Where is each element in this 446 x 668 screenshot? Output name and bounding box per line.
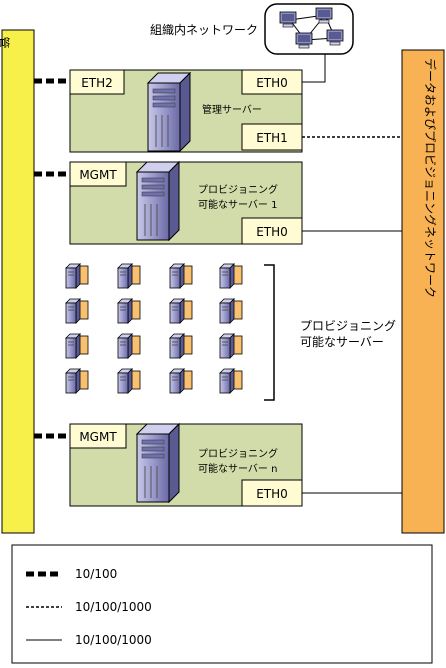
management-network-bar xyxy=(1,29,35,534)
management-network-label: 管理ネットワーク xyxy=(0,35,11,49)
port-label: MGMT xyxy=(79,430,117,444)
port-label: ETH0 xyxy=(256,487,288,501)
legend-label: 10/100/1000 xyxy=(75,600,152,614)
mini-server-icon xyxy=(219,263,243,289)
server-icon xyxy=(136,161,180,241)
mini-server-icon xyxy=(117,333,141,359)
mini-server-icon xyxy=(65,333,89,359)
servern-mgmt-port xyxy=(69,423,127,449)
server-group-grid xyxy=(65,263,243,394)
server1-mgmt-port xyxy=(69,161,127,187)
server-icon xyxy=(136,423,180,503)
internal-network-label: 組織内ネットワーク xyxy=(150,23,258,37)
mgmt-server-eth2-port xyxy=(69,69,125,95)
connections xyxy=(34,54,402,494)
mini-server-icon xyxy=(219,368,243,394)
servern-label-line1: プロビジョニング xyxy=(198,447,278,460)
mini-server-icon xyxy=(219,298,243,324)
mini-server-icon xyxy=(117,368,141,394)
server1-eth0-port xyxy=(241,217,303,245)
server-group-label-line2: 可能なサーバー xyxy=(300,335,384,349)
mini-server-icon xyxy=(65,368,89,394)
port-label: ETH0 xyxy=(256,225,288,239)
mini-server-icon xyxy=(65,298,89,324)
legend-box xyxy=(11,544,433,664)
mini-server-icon xyxy=(117,263,141,289)
mini-server-icon xyxy=(169,263,193,289)
data-provisioning-network-label: データおよびプロビジョニングネットワーク xyxy=(423,58,438,298)
port-label: ETH2 xyxy=(81,76,113,90)
mini-server-icon xyxy=(219,333,243,359)
legend-label: 10/100 xyxy=(75,567,117,581)
port-label: MGMT xyxy=(79,168,117,182)
port-label: ETH1 xyxy=(256,131,288,145)
mini-server-icon xyxy=(169,368,193,394)
mini-server-icon xyxy=(65,263,89,289)
management-server-label: 管理サーバー xyxy=(202,103,262,116)
server-group-bracket xyxy=(264,264,275,401)
servern-label-line2: 可能なサーバー n xyxy=(198,462,277,475)
server-group-label-line1: プロビジョニング xyxy=(300,319,396,333)
data-provisioning-network-bar xyxy=(401,49,445,534)
mini-server-icon xyxy=(169,298,193,324)
server1-label-line2: 可能なサーバー 1 xyxy=(198,198,277,211)
server-icon xyxy=(147,72,191,152)
legend-label: 10/100/1000 xyxy=(75,633,152,647)
mini-server-icon xyxy=(169,333,193,359)
servern-eth0-port xyxy=(241,479,303,507)
server1-label-line1: プロビジョニング xyxy=(198,183,278,196)
port-label: ETH0 xyxy=(256,76,288,90)
mini-server-icon xyxy=(117,298,141,324)
